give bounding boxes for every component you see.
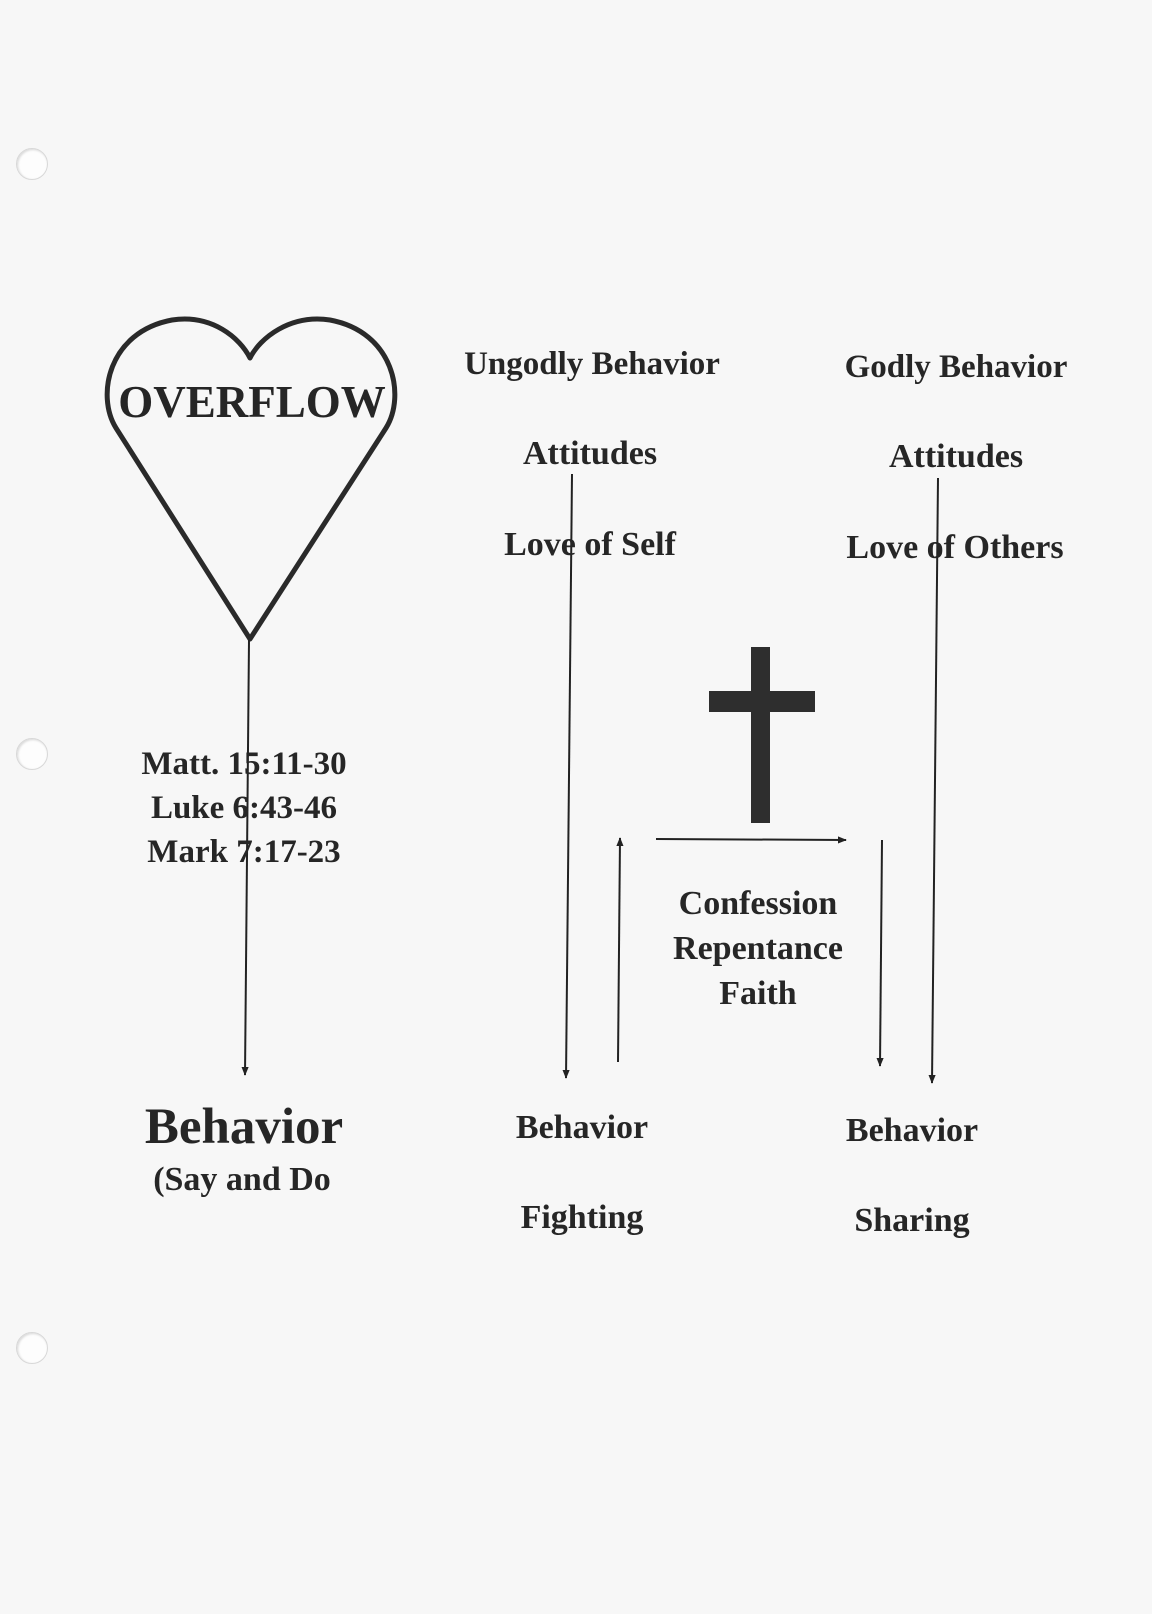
godly-attitude: Love of Others [846,529,1064,566]
ungodly-heading: Ungodly Behavior [464,346,720,382]
godly-behavior: Behavior [845,1112,979,1149]
ungodly-attitudes: Attitudes [522,435,658,472]
punch-hole-middle [16,738,48,770]
heart-label: OVERFLOW [118,377,386,427]
ungodly-behavior: Behavior [515,1109,649,1146]
punch-hole-bottom [16,1332,48,1364]
heart-to-behavior-arrow [241,639,250,1076]
godly-attitudes-arrow [928,477,939,1084]
godly-heading: Godly Behavior [844,349,1068,385]
ungodly-attitudes-arrow [562,473,573,1079]
ungodly-example: Fighting [520,1199,644,1236]
step-faith: Faith [719,975,797,1012]
reference-mark: Mark 7:17-23 [147,834,341,870]
cross-icon [709,647,815,823]
reference-matthew: Matt. 15:11-30 [141,746,347,782]
behavior-up-arrow [616,837,624,1063]
godly-example: Sharing [854,1202,970,1239]
step-confession: Confession [678,885,838,922]
scripture-references: Matt. 15:11-30 Luke 6:43-46 Mark 7:17-23 [141,742,346,874]
left-behavior-title: Behavior [144,1099,344,1155]
reference-luke: Luke 6:43-46 [150,790,338,826]
cross-horizontal-arrow [655,836,847,844]
heart-shape [104,316,398,642]
left-behavior-subtitle: (Say and Do [153,1161,331,1198]
step-repentance: Repentance [673,930,843,967]
behavior-down-arrow [876,839,884,1067]
ungodly-attitude: Love of Self [504,526,676,563]
godly-attitudes: Attitudes [888,438,1024,475]
punch-hole-top [16,148,48,180]
